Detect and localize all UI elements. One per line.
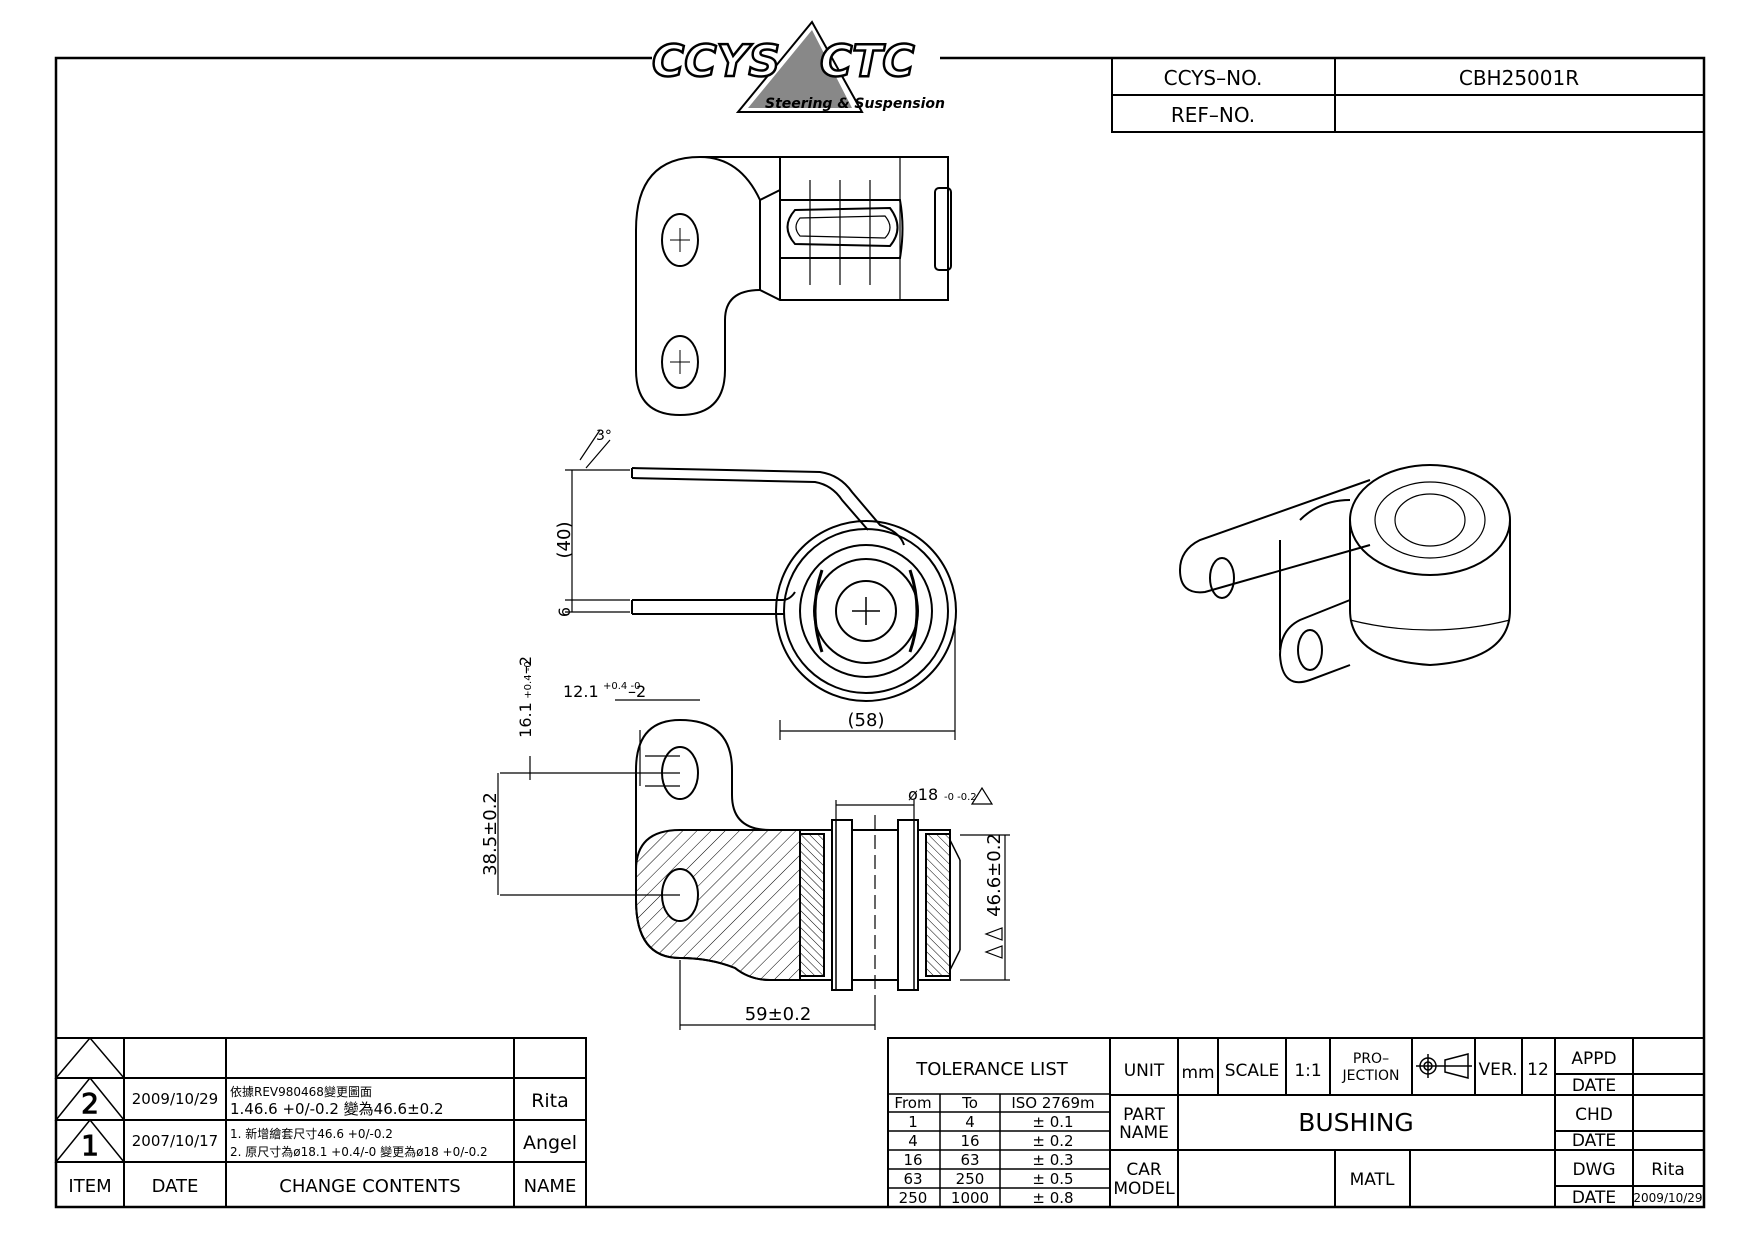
dim-slot-12-suffix: –2: [628, 682, 646, 701]
revision-name: Angel: [523, 1132, 577, 1154]
revision-header-name: NAME: [524, 1176, 577, 1197]
revision-item: 2: [81, 1087, 99, 1120]
tolerance-row: 1000: [951, 1189, 989, 1207]
revision-triangle-icon: [54, 1118, 126, 1163]
tolerance-row: ± 0.8: [1032, 1189, 1073, 1207]
tolerance-row: 4: [965, 1113, 975, 1131]
dim-thickness-6: 6: [555, 607, 574, 617]
revision-triangle-icon: [984, 945, 1003, 959]
dim-length-59: 59±0.2: [745, 1004, 812, 1025]
part-name-value: BUSHING: [1298, 1108, 1414, 1137]
tolerance-title: TOLERANCE LIST: [915, 1059, 1069, 1080]
revision-content: 依據REV980468變更圖面: [230, 1084, 372, 1099]
dim-height-40: (40): [554, 522, 575, 559]
ccys-no-value: CBH25001R: [1459, 66, 1579, 90]
dim-bore-tol: -0 -0.2: [944, 792, 977, 803]
tolerance-row: 63: [903, 1170, 922, 1188]
scale-value: 1:1: [1294, 1061, 1321, 1081]
tolerance-row: ± 0.2: [1032, 1132, 1073, 1150]
tolerance-row: 63: [960, 1151, 979, 1169]
unit-label: UNIT: [1124, 1061, 1165, 1081]
part-name-label: NAME: [1119, 1123, 1169, 1143]
tolerance-header-to: To: [961, 1094, 978, 1112]
header-table: CCYS–NO. CBH25001R REF–NO.: [1111, 57, 1705, 133]
dim-od-46: 46.6±0.2: [984, 833, 1005, 917]
revision-content: 1. 新增繪套尺寸46.6 +0/-0.2: [230, 1126, 393, 1141]
scale-label: SCALE: [1225, 1061, 1280, 1081]
appd-label: APPD: [1571, 1049, 1616, 1069]
projection-label: PRO–: [1353, 1051, 1389, 1067]
ccys-no-label: CCYS–NO.: [1164, 66, 1263, 90]
projection-symbol-icon: [1416, 1053, 1472, 1079]
dim-angle: 3°: [596, 428, 612, 444]
dim-height-38: 38.5±0.2: [480, 792, 501, 876]
dim-slot-12-tol: +0.4 -0: [603, 681, 640, 692]
revision-header-date: DATE: [152, 1176, 199, 1197]
revision-item: 1: [81, 1129, 99, 1162]
title-block: TOLERANCE LIST From To ISO 2769m 1 4 ± 0…: [887, 1037, 1705, 1208]
tolerance-row: 16: [960, 1132, 979, 1150]
isometric-view-drawing: [1178, 464, 1511, 684]
tolerance-row: 16: [903, 1151, 922, 1169]
dim-slot-16: 16.1: [516, 702, 535, 738]
tolerance-header-iso: ISO 2769m: [1011, 1094, 1094, 1112]
dwg-date-label: DATE: [1572, 1188, 1616, 1208]
dwg-label: DWG: [1572, 1160, 1615, 1180]
unit-value: mm: [1181, 1063, 1214, 1083]
revision-triangle-icon: [984, 927, 1003, 941]
tolerance-row: 4: [908, 1132, 918, 1150]
tolerance-rows: 1 4 ± 0.1 4 16 ± 0.2 16 63 ± 0.3 63 250 …: [899, 1113, 1074, 1207]
top-view-drawing: [635, 156, 952, 417]
dim-slot-16-suffix: –2: [516, 656, 535, 674]
logo-left-mark: CCYS: [652, 36, 780, 87]
sheet-border: [54, 56, 1706, 1209]
logo-right-mark: CTC: [820, 36, 915, 87]
dim-bore: ø18: [908, 785, 938, 804]
dimension-lines: [497, 429, 1010, 1030]
dwg-date-value: 2009/10/29: [1633, 1191, 1702, 1205]
revision-date: 2009/10/29: [132, 1090, 218, 1108]
revision-header-change: CHANGE CONTENTS: [279, 1176, 460, 1197]
tolerance-row: ± 0.5: [1032, 1170, 1073, 1188]
ver-label: VER.: [1479, 1060, 1518, 1080]
tolerance-row: 250: [899, 1189, 928, 1207]
chd-label: CHD: [1575, 1105, 1613, 1125]
revision-triangle-icon: [970, 786, 994, 805]
revision-date: 2007/10/17: [132, 1132, 218, 1150]
ref-no-label: REF–NO.: [1171, 103, 1255, 127]
revision-name: Rita: [531, 1090, 569, 1112]
car-model-label: CAR: [1126, 1160, 1161, 1180]
tolerance-row: 1: [908, 1113, 918, 1131]
ver-value: 12: [1527, 1060, 1549, 1080]
projection-label: JECTION: [1342, 1068, 1400, 1084]
tolerance-row: ± 0.3: [1032, 1151, 1073, 1169]
matl-label: MATL: [1350, 1170, 1395, 1190]
tolerance-header-from: From: [894, 1094, 931, 1112]
revision-content: 1.46.6 +0/-0.2 變為46.6±0.2: [230, 1100, 444, 1118]
dimension-texts: 3° (40) 6 16.1 +0.4 -0 –2 12.1 +0.4 -0 –…: [480, 428, 1005, 1025]
section-view-drawing: [635, 718, 961, 995]
side-view-drawing: [631, 467, 957, 702]
company-logo: CCYS CTC Steering & Suspension: [651, 20, 945, 113]
chd-date-label: DATE: [1572, 1131, 1616, 1151]
car-model-label: MODEL: [1113, 1179, 1175, 1199]
tolerance-row: 250: [956, 1170, 985, 1188]
dim-slot-12: 12.1: [563, 682, 599, 701]
part-name-label: PART: [1123, 1105, 1165, 1125]
dwg-value: Rita: [1651, 1160, 1685, 1180]
appd-date-label: DATE: [1572, 1076, 1616, 1096]
revision-table: 2 1 2009/10/29 2007/10/17 依據REV980468變更圖…: [54, 1036, 587, 1208]
dim-width-58: (58): [848, 710, 885, 731]
revision-triangle-icon: [54, 1036, 126, 1079]
revision-content: 2. 原尺寸為ø18.1 +0.4/-0 變更為ø18 +0/-0.2: [230, 1144, 488, 1159]
dim-slot-16-tol: +0.4 -0: [523, 661, 534, 698]
revision-header-item: ITEM: [68, 1176, 111, 1197]
logo-tagline: Steering & Suspension: [765, 96, 945, 112]
tolerance-row: ± 0.1: [1032, 1113, 1073, 1131]
